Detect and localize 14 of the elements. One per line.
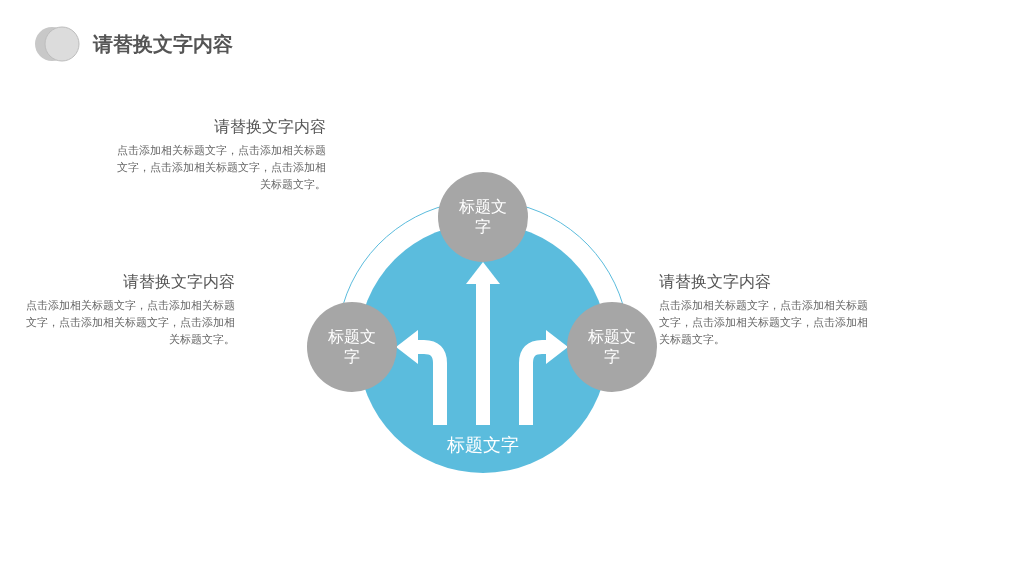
circle-label: 标题文字 — [587, 327, 637, 367]
item-heading: 请替换文字内容 — [122, 272, 235, 293]
circle-label: 标题文字 — [327, 327, 377, 367]
page-title: 请替换文字内容 — [93, 31, 233, 58]
arrow — [466, 262, 500, 425]
arrow — [519, 330, 568, 425]
item-heading: 请替换文字内容 — [213, 117, 326, 138]
item-description: 点击添加相关标题文字，点击添加相关标题文字，点击添加相关标题文字，点击添加相关标题文字。 — [25, 298, 235, 348]
item-description: 点击添加相关标题文字，点击添加相关标题文字，点击添加相关标题文字，点击添加相关标题文字。 — [116, 143, 326, 193]
circle-label: 标题文字 — [446, 433, 520, 457]
arrow — [396, 330, 447, 425]
circle-label: 标题文字 — [458, 197, 508, 237]
item-description: 点击添加相关标题文字，点击添加相关标题文字，点击添加相关标题文字，点击添加相关标题文字。 — [659, 298, 869, 348]
item-heading: 请替换文字内容 — [659, 272, 772, 293]
